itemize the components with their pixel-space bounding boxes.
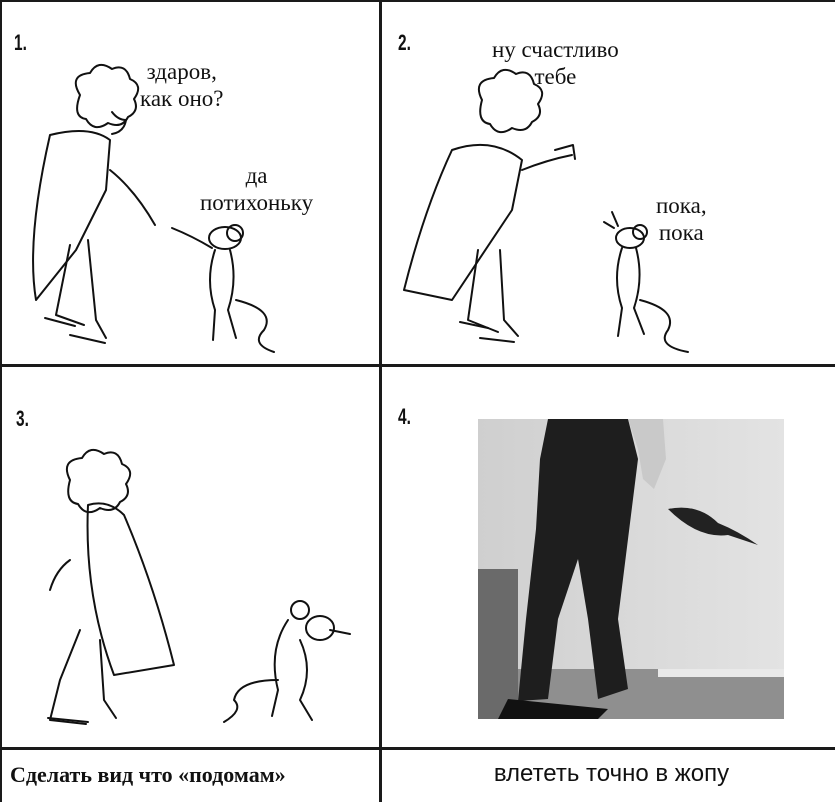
horizontal-divider-bottom bbox=[0, 747, 835, 750]
photo-furniture bbox=[478, 569, 518, 719]
panel-2-speech-person: ну счастливо тебе bbox=[492, 37, 619, 89]
panel-4-photo bbox=[478, 419, 784, 719]
caption-left: Сделать вид что «подомам» bbox=[10, 762, 286, 787]
photo-hand bbox=[628, 419, 666, 489]
panel-3-rat-drawing bbox=[223, 600, 351, 723]
panel-1-person-drawing bbox=[32, 63, 156, 344]
top-border bbox=[0, 0, 835, 2]
horizontal-divider-top bbox=[0, 364, 835, 367]
left-border bbox=[0, 0, 2, 802]
panel-2-speech-rat: пока, пока bbox=[656, 193, 707, 245]
panel-1-number: 1. bbox=[14, 30, 27, 55]
panel-3-number: 3. bbox=[16, 406, 29, 431]
vertical-divider bbox=[379, 0, 382, 802]
caption-right: влететь точно в жопу bbox=[493, 760, 730, 787]
panel-1-rat-drawing bbox=[171, 224, 275, 353]
photo-baseboard bbox=[658, 669, 784, 677]
photo-legs bbox=[518, 419, 638, 701]
panel-1-speech-person: здаров, как оно? bbox=[140, 59, 224, 111]
panel-3-person-drawing bbox=[47, 448, 175, 725]
photo-scene bbox=[478, 419, 784, 719]
panel-1-speech-rat: да потихоньку bbox=[200, 163, 314, 215]
panel-2-rat-drawing bbox=[603, 211, 689, 353]
photo-shoes bbox=[498, 699, 608, 719]
panel-2-person-drawing bbox=[403, 68, 576, 343]
panel-4-number: 4. bbox=[398, 404, 411, 429]
photo-flying-rat bbox=[668, 507, 758, 545]
panel-2-number: 2. bbox=[398, 30, 411, 55]
comic-drawings bbox=[32, 63, 689, 725]
